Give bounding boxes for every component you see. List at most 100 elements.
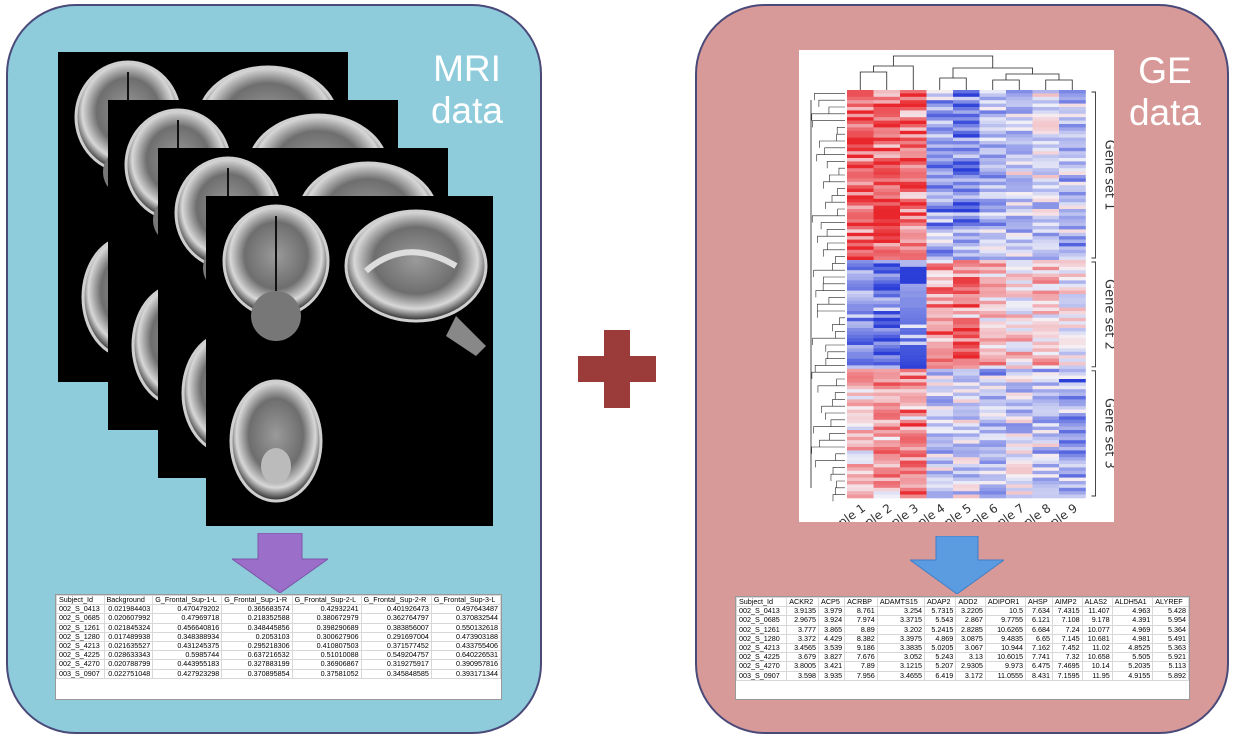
heatmap-cell <box>1059 494 1086 499</box>
heatmap-cell <box>926 375 954 380</box>
heatmap-cell <box>873 202 901 206</box>
heatmap-cell <box>873 314 901 319</box>
heatmap-cell <box>873 232 901 237</box>
heatmap-cell <box>847 351 874 356</box>
heatmap-cell <box>1032 141 1060 145</box>
heatmap-cell <box>1059 423 1086 427</box>
heatmap-cell <box>953 103 980 108</box>
heatmap-cell <box>847 436 874 441</box>
heatmap-cell <box>926 294 954 298</box>
table-cell: 2.9305 <box>955 661 986 672</box>
table-cell: 11.95 <box>1081 670 1113 681</box>
heatmap-cell <box>1059 338 1086 342</box>
heatmap-cell <box>847 175 874 179</box>
heatmap-cell <box>953 243 980 247</box>
heatmap-cell <box>1032 470 1060 475</box>
heatmap-cell <box>1032 185 1060 189</box>
heatmap-cell <box>900 368 927 373</box>
heatmap-cell <box>979 385 1007 390</box>
mri-title: MRI data <box>412 48 522 132</box>
heatmap-cell <box>900 260 927 264</box>
heatmap-cell <box>1059 130 1086 135</box>
heatmap-cell <box>873 226 901 230</box>
heatmap-cell <box>847 372 874 376</box>
heatmap-cell <box>900 494 927 499</box>
heatmap-cell <box>1032 96 1060 101</box>
table-cell: 2.8285 <box>955 624 986 635</box>
heatmap-cell <box>847 433 874 438</box>
heatmap-cell <box>1006 226 1033 230</box>
heatmap-cell <box>847 494 874 499</box>
heatmap-cell <box>1059 120 1086 125</box>
heatmap-cell <box>847 453 874 458</box>
heatmap-cell <box>900 168 927 172</box>
heatmap-cell <box>847 151 874 155</box>
table-cell: 0.390957816 <box>430 659 501 670</box>
heatmap-cell <box>900 487 927 492</box>
heatmap-cell <box>979 164 1007 169</box>
heatmap-cell <box>1059 236 1086 240</box>
table-cell: 003_S_0907 <box>736 670 788 681</box>
heatmap-cell <box>926 270 954 274</box>
heatmap-cell <box>953 198 980 203</box>
heatmap-cell <box>1032 484 1060 489</box>
heatmap-cell <box>873 229 901 234</box>
heatmap-cell <box>926 368 954 373</box>
heatmap-cell <box>926 113 954 118</box>
heatmap-cell <box>953 351 980 356</box>
heatmap-cell <box>1006 487 1033 492</box>
heatmap-cell <box>1006 96 1033 101</box>
heatmap-cell <box>873 270 901 274</box>
heatmap-cell <box>1032 93 1060 98</box>
table-cell: 2.9675 <box>786 615 820 626</box>
heatmap-cell <box>1059 198 1086 203</box>
heatmap-cell <box>873 460 901 465</box>
heatmap-cell <box>873 389 901 393</box>
heatmap-cell <box>847 297 874 302</box>
heatmap-cell <box>926 158 954 162</box>
table-cell: 0.47969718 <box>152 613 223 624</box>
heatmap-cell <box>1032 127 1060 132</box>
heatmap-cell <box>1006 297 1033 302</box>
heatmap-cell <box>979 141 1007 145</box>
heatmap-cell <box>1006 484 1033 489</box>
heatmap-cell <box>1032 467 1060 472</box>
heatmap-cell <box>1032 474 1060 478</box>
heatmap-cell <box>953 185 980 189</box>
heatmap-cell <box>953 385 980 390</box>
heatmap-cell <box>979 443 1007 448</box>
heatmap-cell <box>847 127 874 132</box>
heatmap-cell <box>1032 256 1060 261</box>
heatmap-cell <box>1059 297 1086 302</box>
heatmap-cell <box>979 474 1007 478</box>
heatmap-cell <box>873 243 901 247</box>
heatmap-cell <box>1059 304 1086 308</box>
heatmap-cell <box>873 307 901 312</box>
heatmap-cell <box>1032 334 1060 339</box>
heatmap-cell <box>979 178 1007 183</box>
heatmap-cell <box>1032 171 1060 176</box>
heatmap-cell <box>847 419 874 424</box>
heatmap-cell <box>926 198 954 203</box>
heatmap-cell <box>1059 277 1086 281</box>
heatmap-cell <box>1032 209 1060 213</box>
heatmap-card: Gene set 1Gene set 2Gene set 3Sample 1Sa… <box>799 50 1117 545</box>
heatmap-cell <box>979 229 1007 234</box>
table-cell: 7.89 <box>844 661 878 672</box>
heatmap-cell <box>953 141 980 145</box>
heatmap-cell <box>900 253 927 257</box>
heatmap-cell <box>926 215 954 220</box>
heatmap-cell <box>1059 103 1086 108</box>
heatmap-cell <box>900 423 927 427</box>
heatmap-cell <box>979 450 1007 455</box>
heatmap-cell <box>1006 222 1033 227</box>
heatmap-cell <box>847 130 874 135</box>
heatmap-cell <box>926 175 954 179</box>
heatmap-cell <box>900 304 927 308</box>
heatmap-cell <box>1006 447 1033 451</box>
heatmap-cell <box>979 120 1007 125</box>
